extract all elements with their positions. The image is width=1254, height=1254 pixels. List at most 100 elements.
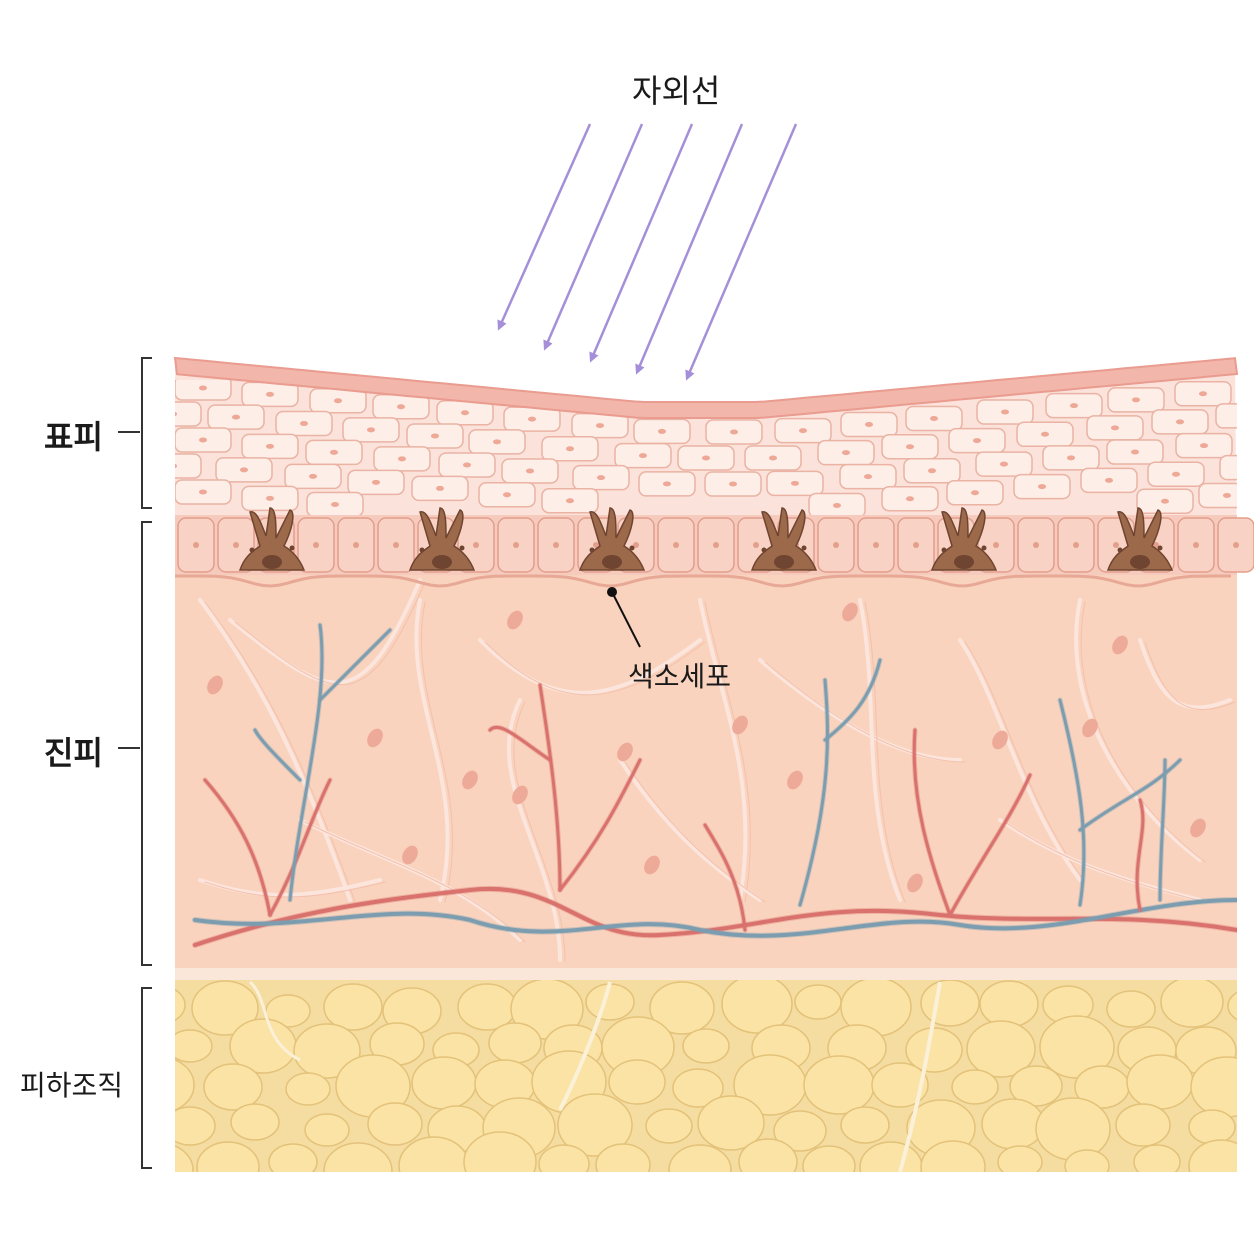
cell-nucleus [1153,542,1159,548]
cell-nucleus [266,495,274,501]
cell-nucleus [1001,409,1009,415]
cell-nucleus [266,391,274,397]
fat-cell [285,1072,331,1106]
cell-nucleus [833,502,841,508]
fat-cell [802,1145,856,1172]
cell-nucleus [331,501,339,507]
artery [193,886,1237,947]
keratinocyte [175,453,202,479]
subcutaneous-layer [175,980,1237,1173]
collagen-fiber-edge [764,661,966,763]
venule [253,728,302,782]
collagen-fiber-edge [1004,821,1206,903]
collagen-fiber-edge [704,601,751,903]
melanocyte-body [578,507,646,571]
dermis-layer [175,572,1237,980]
collagen-fiber-edge [624,761,766,903]
fibroblast [367,728,383,748]
bracket-epidermis [141,357,152,509]
cell-nucleus [1105,477,1113,483]
cell-nucleus [397,404,405,410]
cell-nucleus [553,542,559,548]
fibroblast [402,845,418,865]
cell-nucleus [193,542,199,548]
fat-cell [645,1108,693,1144]
cell-nucleus [199,385,207,391]
collagen-fiber-edge [1144,641,1236,710]
cell-nucleus [906,444,914,450]
cell-nucleus [566,446,574,452]
collagen-fibers [198,578,1236,963]
cell-nucleus [503,492,511,498]
cell-nucleus [493,439,501,445]
cell-nucleus [436,485,444,491]
arteriole [268,778,332,917]
fat-cell [1106,990,1156,1028]
cell-nucleus [799,428,807,434]
fat-cell [1188,1139,1237,1172]
cell-nucleus [593,542,599,548]
melanin-granule [629,545,635,551]
melanocyte-body [238,507,306,571]
collagen-fiber [698,598,748,902]
cell-nucleus [658,428,666,434]
fat-cell [1227,991,1237,1021]
cell-nucleus [566,498,574,504]
venule [318,628,392,702]
melanocyte-icon [408,507,476,571]
cell-nucleus [663,481,671,487]
fat-cell [920,1140,986,1172]
collagen-fiber-edge [1080,601,1206,863]
cell-nucleus [713,542,719,548]
collagen-fiber-edge [204,881,386,898]
fat-cell [920,980,980,1027]
cell-nucleus [1176,419,1184,425]
melanin-granule [761,547,767,553]
fat-cell [871,1062,929,1108]
fat-cell [304,1113,350,1147]
fat-cell [859,1141,923,1172]
fat-cell [1160,980,1224,1028]
cell-nucleus [309,473,317,479]
bracket-dermis [141,521,152,966]
fat-cell [979,980,1039,1028]
fat-cell [1133,1144,1181,1172]
cell-nucleus [240,467,248,473]
cell-nucleus [300,421,308,427]
fat-cell [557,1093,633,1157]
keratinocyte [1219,454,1237,481]
collagen-fiber [198,878,382,897]
cell-nucleus [199,437,207,443]
fat-cell [981,1098,1045,1150]
stratum-corneum [173,356,1239,419]
collagen-fiber-edge [204,601,356,903]
fat-cell [323,1142,393,1172]
uv-arrows [497,123,798,381]
fat-cell [1188,1109,1236,1145]
collagen-fiber-edge [234,581,426,685]
melanocyte-nucleus [1130,555,1150,569]
epidermis-layer [173,356,1254,588]
fibroblast [732,715,748,735]
fat-cell [367,1102,423,1146]
fat-cell [175,1145,194,1172]
melanocyte-callout [607,587,641,648]
melanin-granule [981,545,987,551]
melanocyte-icon [578,507,646,571]
cell-nucleus [313,542,319,548]
cell-nucleus [398,456,406,462]
fat-cell [1009,1065,1063,1107]
arteriole [912,728,952,917]
melanocyte-nucleus [774,555,794,569]
fat-cell [175,988,186,1022]
cell-nucleus [1038,484,1046,490]
cell-nucleus [528,416,536,422]
melanocyte-icon [238,507,306,571]
arteriole [488,725,552,762]
keratinocytes [175,380,1237,519]
melanin-granule [459,545,465,551]
fat-cell [721,980,793,1034]
fat-cell [463,1131,537,1172]
uv-arrow [543,123,644,351]
